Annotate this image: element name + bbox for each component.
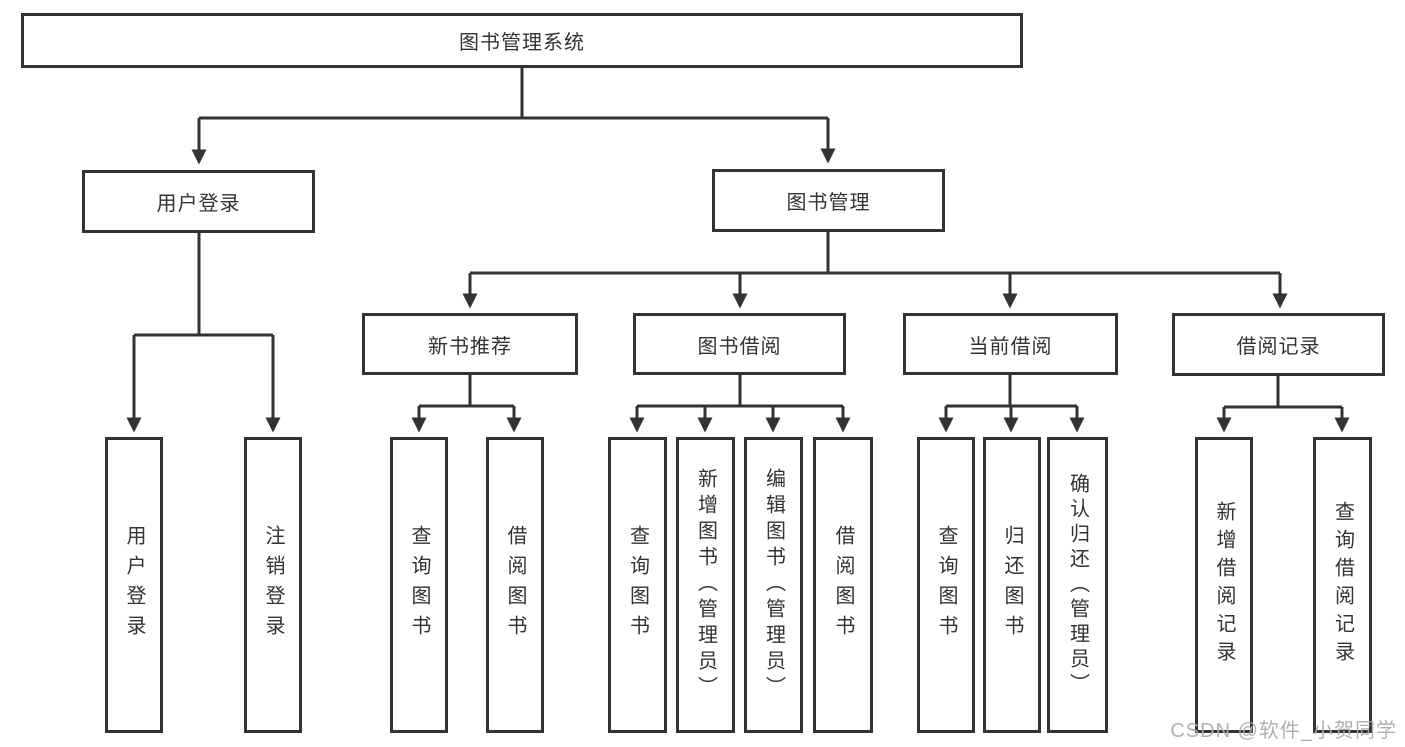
- leaf-newbooks-query: 查询图书: [390, 437, 448, 733]
- node-label: 查询借阅记录: [1331, 501, 1354, 669]
- node-label: 查询图书: [935, 525, 957, 645]
- node-label: 查询图书: [408, 525, 430, 645]
- leaf-currentborrow-query: 查询图书: [917, 437, 975, 733]
- leaf-logout: 注销登录: [244, 437, 302, 733]
- node-borrow-records: 借阅记录: [1172, 313, 1385, 376]
- csdn-watermark: CSDN @软件_小贺同学: [1170, 720, 1397, 742]
- node-label: 用户登录: [123, 525, 145, 645]
- node-label: 借阅记录: [1236, 336, 1321, 358]
- node-label: 新增图书（管理员）: [694, 468, 717, 702]
- node-label: 图书管理系统: [459, 32, 585, 54]
- node-label: 编辑图书（管理员）: [762, 468, 785, 702]
- node-label: 图书管理: [786, 192, 871, 214]
- node-label: 借阅图书: [504, 525, 526, 645]
- node-book-borrow: 图书借阅: [633, 313, 846, 375]
- node-label: 当前借阅: [968, 335, 1053, 358]
- node-root: 图书管理系统: [21, 13, 1023, 68]
- node-user-login: 用户登录: [82, 170, 315, 233]
- leaf-bookborrow-add: 新增图书（管理员）: [676, 437, 735, 733]
- node-label: 借阅图书: [832, 525, 854, 645]
- node-label: 注销登录: [262, 525, 284, 645]
- node-label: 查询图书: [626, 525, 649, 645]
- node-new-books: 新书推荐: [362, 313, 578, 375]
- leaf-bookborrow-edit: 编辑图书（管理员）: [744, 437, 803, 733]
- leaf-records-add: 新增借阅记录: [1195, 437, 1253, 733]
- node-label: 归还图书: [1001, 525, 1023, 645]
- leaf-currentborrow-return: 归还图书: [983, 437, 1041, 733]
- leaf-records-query: 查询借阅记录: [1313, 437, 1372, 733]
- leaf-bookborrow-borrow: 借阅图书: [813, 437, 873, 733]
- leaf-bookborrow-query: 查询图书: [608, 437, 667, 733]
- node-label: 新书推荐: [428, 335, 512, 358]
- node-current-borrow: 当前借阅: [903, 313, 1118, 375]
- node-book-mgmt: 图书管理: [712, 169, 945, 232]
- node-label: 确认归还（管理员）: [1066, 472, 1089, 698]
- node-label: 新增借阅记录: [1213, 501, 1235, 669]
- leaf-newbooks-borrow: 借阅图书: [486, 437, 544, 733]
- leaf-user-login: 用户登录: [105, 437, 163, 733]
- leaf-currentborrow-confirm: 确认归还（管理员）: [1047, 437, 1108, 733]
- node-label: 用户登录: [156, 193, 241, 215]
- node-label: 图书借阅: [697, 335, 782, 358]
